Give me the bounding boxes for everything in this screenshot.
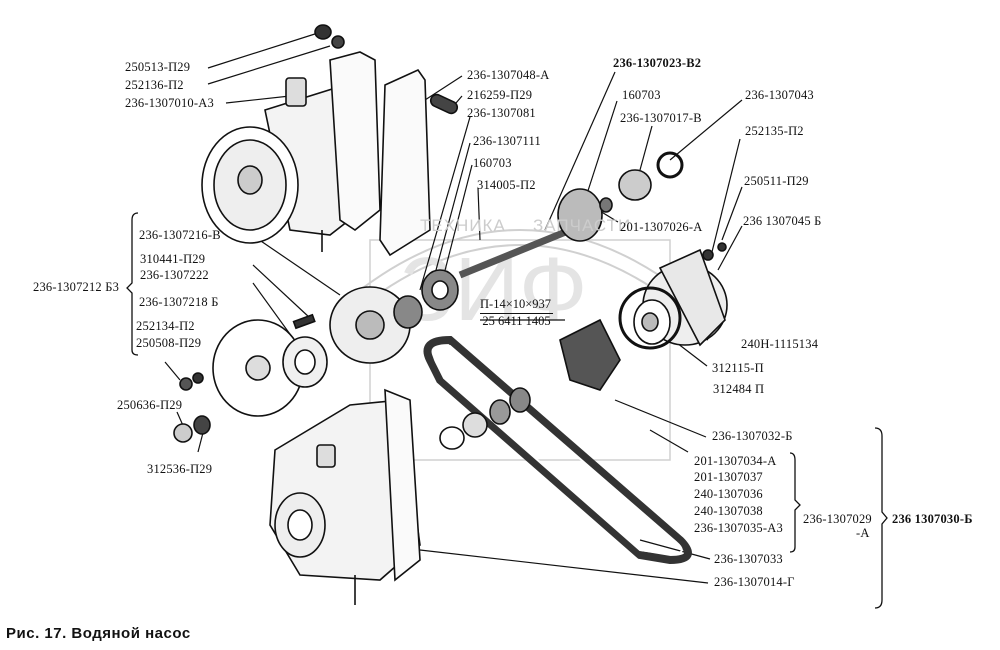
belt-spec-numerator: П-14×10×937 <box>480 297 554 314</box>
assembly-label: 236 1307030-Б <box>892 512 973 526</box>
part-label: 250636-П29 <box>117 398 183 412</box>
impeller <box>559 318 621 391</box>
part-label: 312484 П <box>713 382 765 396</box>
shaft-bearing <box>421 151 684 311</box>
part-label: 236-1307048-А <box>467 68 550 82</box>
part-label: 236-1307023-В2 <box>613 56 702 70</box>
part-label: 250513-П29 <box>125 60 191 74</box>
part-label: 236-1307035-А3 <box>694 521 783 535</box>
drive-belt <box>423 335 692 565</box>
part-label: 250511-П29 <box>744 174 809 188</box>
part-label: 236-1307218 Б <box>139 295 219 309</box>
assembly-label: 236-1307212 Б3 <box>33 280 120 294</box>
part-label: 236-1307017-В <box>620 111 702 125</box>
figure-caption: Рис. 17. Водяной насос <box>6 625 191 642</box>
watermark-text-left: ТЕХНИКА <box>420 216 506 235</box>
part-label: 201-1307037 <box>694 470 763 484</box>
part-label: 236 1307045 Б <box>743 214 822 228</box>
part-label: 252134-П2 <box>136 319 195 333</box>
part-label: 236-1307032-Б <box>712 429 793 443</box>
assembly-label-suffix: -А <box>856 526 870 540</box>
part-label: 240-1307036 <box>694 487 763 501</box>
part-label: 240-1307038 <box>694 504 763 518</box>
part-label: 201-1307026-А <box>620 220 703 234</box>
belt-spec: П-14×10×937 25 6411 1405 <box>480 297 554 329</box>
part-label: 236-1307043 <box>745 88 814 102</box>
gasket <box>379 68 431 257</box>
part-label: 236-1307111 <box>473 134 541 148</box>
pump-parts <box>173 24 728 605</box>
pump-cover-right <box>618 242 728 350</box>
part-label: 236-1307014-Г <box>714 575 795 589</box>
grouping-braces <box>126 212 888 609</box>
part-label: 236-1307010-А3 <box>125 96 214 110</box>
part-label: 160703 <box>473 156 512 170</box>
belt-spec-denominator: 25 6411 1405 <box>482 314 551 328</box>
part-label: 236-1307081 <box>467 106 536 120</box>
part-label: 252135-П2 <box>745 124 804 138</box>
part-label: 314005-П2 <box>477 178 536 192</box>
part-label: 201-1307034-А <box>694 454 777 468</box>
part-label: 236-1307033 <box>714 552 783 566</box>
part-label: 216259-П29 <box>467 88 533 102</box>
part-label: 312115-П <box>712 361 764 375</box>
part-label: 312536-П29 <box>147 462 213 476</box>
part-label: 236-1307222 <box>140 268 209 282</box>
part-label: 250508-П29 <box>136 336 202 350</box>
pump-housing-top <box>201 24 381 252</box>
assembly-label: 236-1307029 <box>803 512 872 526</box>
part-label: 236-1307216-В <box>139 228 221 242</box>
watermark-text-right: ЗАПЧАСТИ <box>533 216 632 235</box>
part-label: 310441-П29 <box>140 252 206 266</box>
pump-housing-bottom <box>269 388 421 605</box>
part-label: 252136-П2 <box>125 78 184 92</box>
part-label: 240Н-1115134 <box>741 337 819 351</box>
part-label: 160703 <box>622 88 661 102</box>
